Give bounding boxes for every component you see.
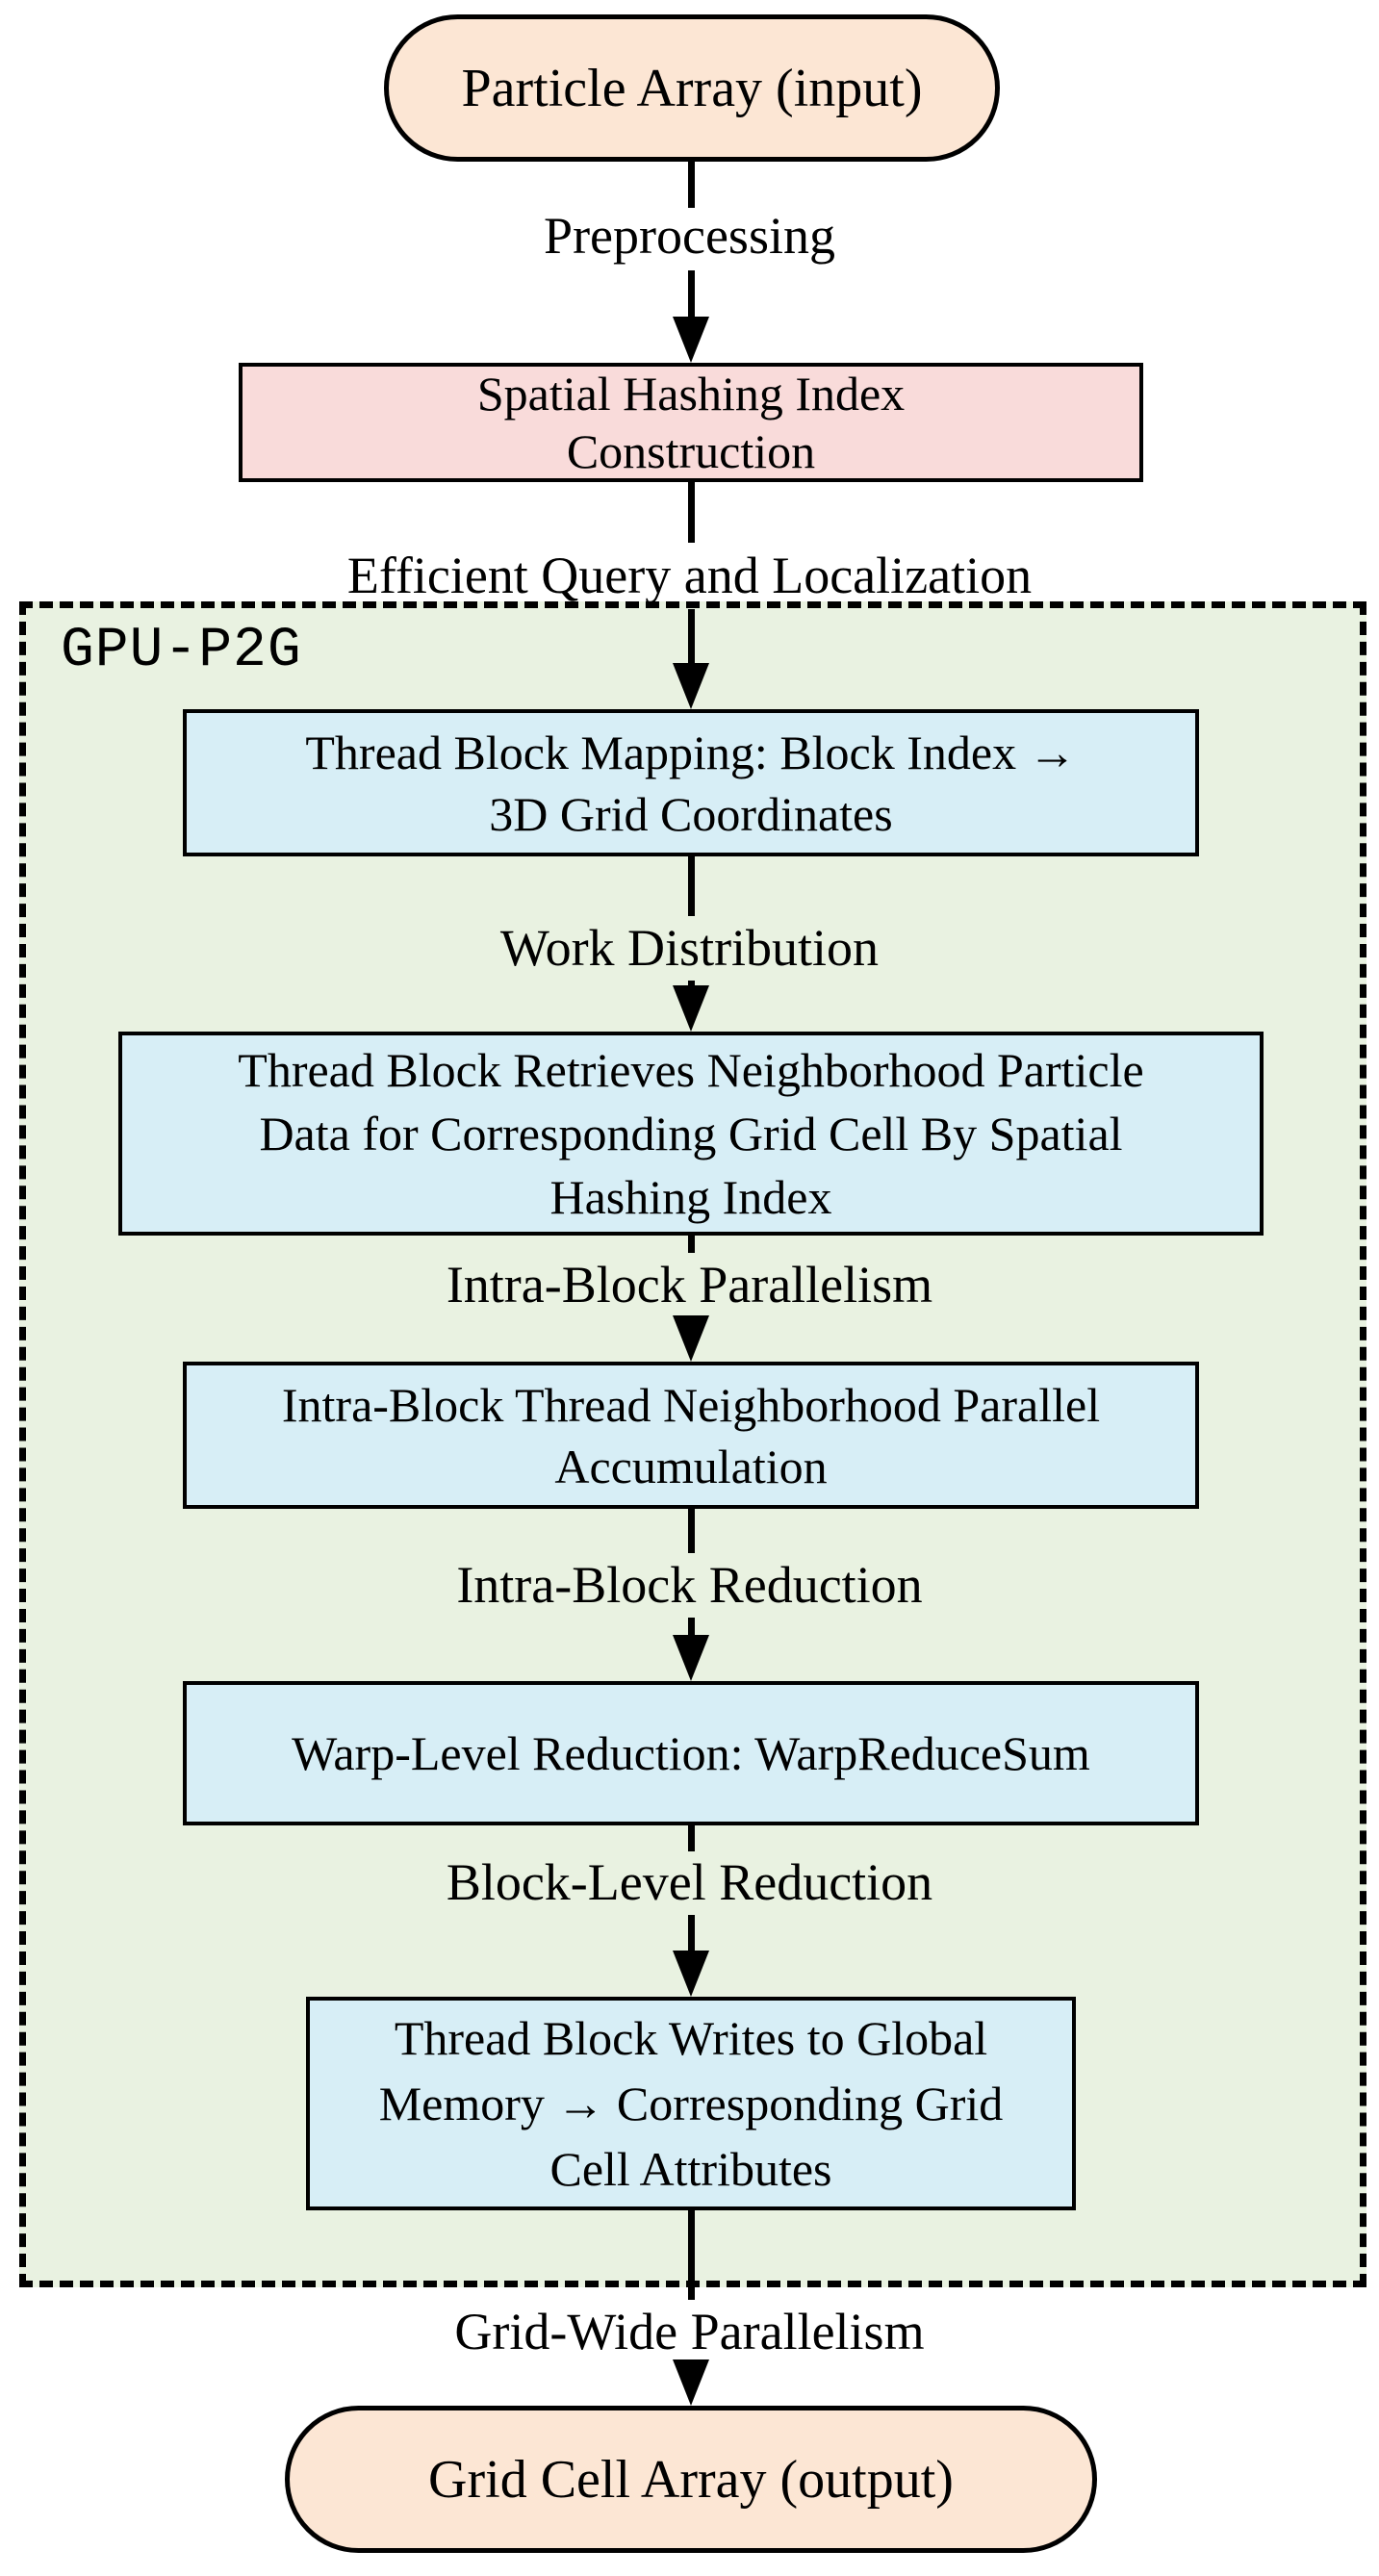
gpu-p2g-label: GPU-P2G — [61, 620, 302, 682]
connector-line — [688, 482, 695, 543]
connector-line — [688, 1509, 695, 1553]
connector-line — [688, 1618, 695, 1637]
step-warp-level-reduction: Warp-Level Reduction: WarpReduceSum — [183, 1681, 1199, 1825]
step-thread-block-mapping: Thread Block Mapping: Block Index → 3D G… — [183, 709, 1199, 856]
edge-label-query: Efficient Query and Localization — [346, 547, 1033, 604]
connector-line — [688, 1915, 695, 1953]
arrow-down-icon — [673, 663, 709, 709]
step-write-global-memory: Thread Block Writes to Global Memory → C… — [306, 1997, 1076, 2210]
connector-line — [688, 270, 695, 319]
connector-line — [688, 856, 695, 916]
arrow-down-icon — [673, 1635, 709, 1681]
edge-label-block-reduction: Block-Level Reduction — [446, 1853, 933, 1911]
edge-label-preprocessing: Preprocessing — [544, 207, 835, 265]
arrow-down-icon — [673, 317, 709, 363]
connector-line — [688, 2210, 695, 2300]
edge-label-intra-reduction: Intra-Block Reduction — [456, 1556, 923, 1614]
arrow-down-icon — [673, 1315, 709, 1362]
arrow-down-icon — [673, 985, 709, 1032]
connector-line — [688, 609, 695, 665]
step-parallel-accumulation: Intra-Block Thread Neighborhood Parallel… — [183, 1362, 1199, 1509]
start-node-particle-array: Particle Array (input) — [384, 14, 1000, 162]
edge-label-grid-parallelism: Grid-Wide Parallelism — [454, 2303, 925, 2360]
arrow-down-icon — [673, 1951, 709, 1997]
edge-label-intra-parallelism: Intra-Block Parallelism — [446, 1256, 933, 1314]
connector-line — [688, 162, 695, 208]
connector-line — [688, 1825, 695, 1851]
step-retrieve-neighborhood-data: Thread Block Retrieves Neighborhood Part… — [118, 1032, 1264, 1236]
arrow-down-icon — [673, 2359, 709, 2406]
process-spatial-hashing-index: Spatial Hashing Index Construction — [239, 363, 1143, 482]
edge-label-work-distribution: Work Distribution — [499, 919, 880, 977]
end-node-grid-cell-array: Grid Cell Array (output) — [285, 2406, 1097, 2553]
connector-line — [688, 1236, 695, 1253]
